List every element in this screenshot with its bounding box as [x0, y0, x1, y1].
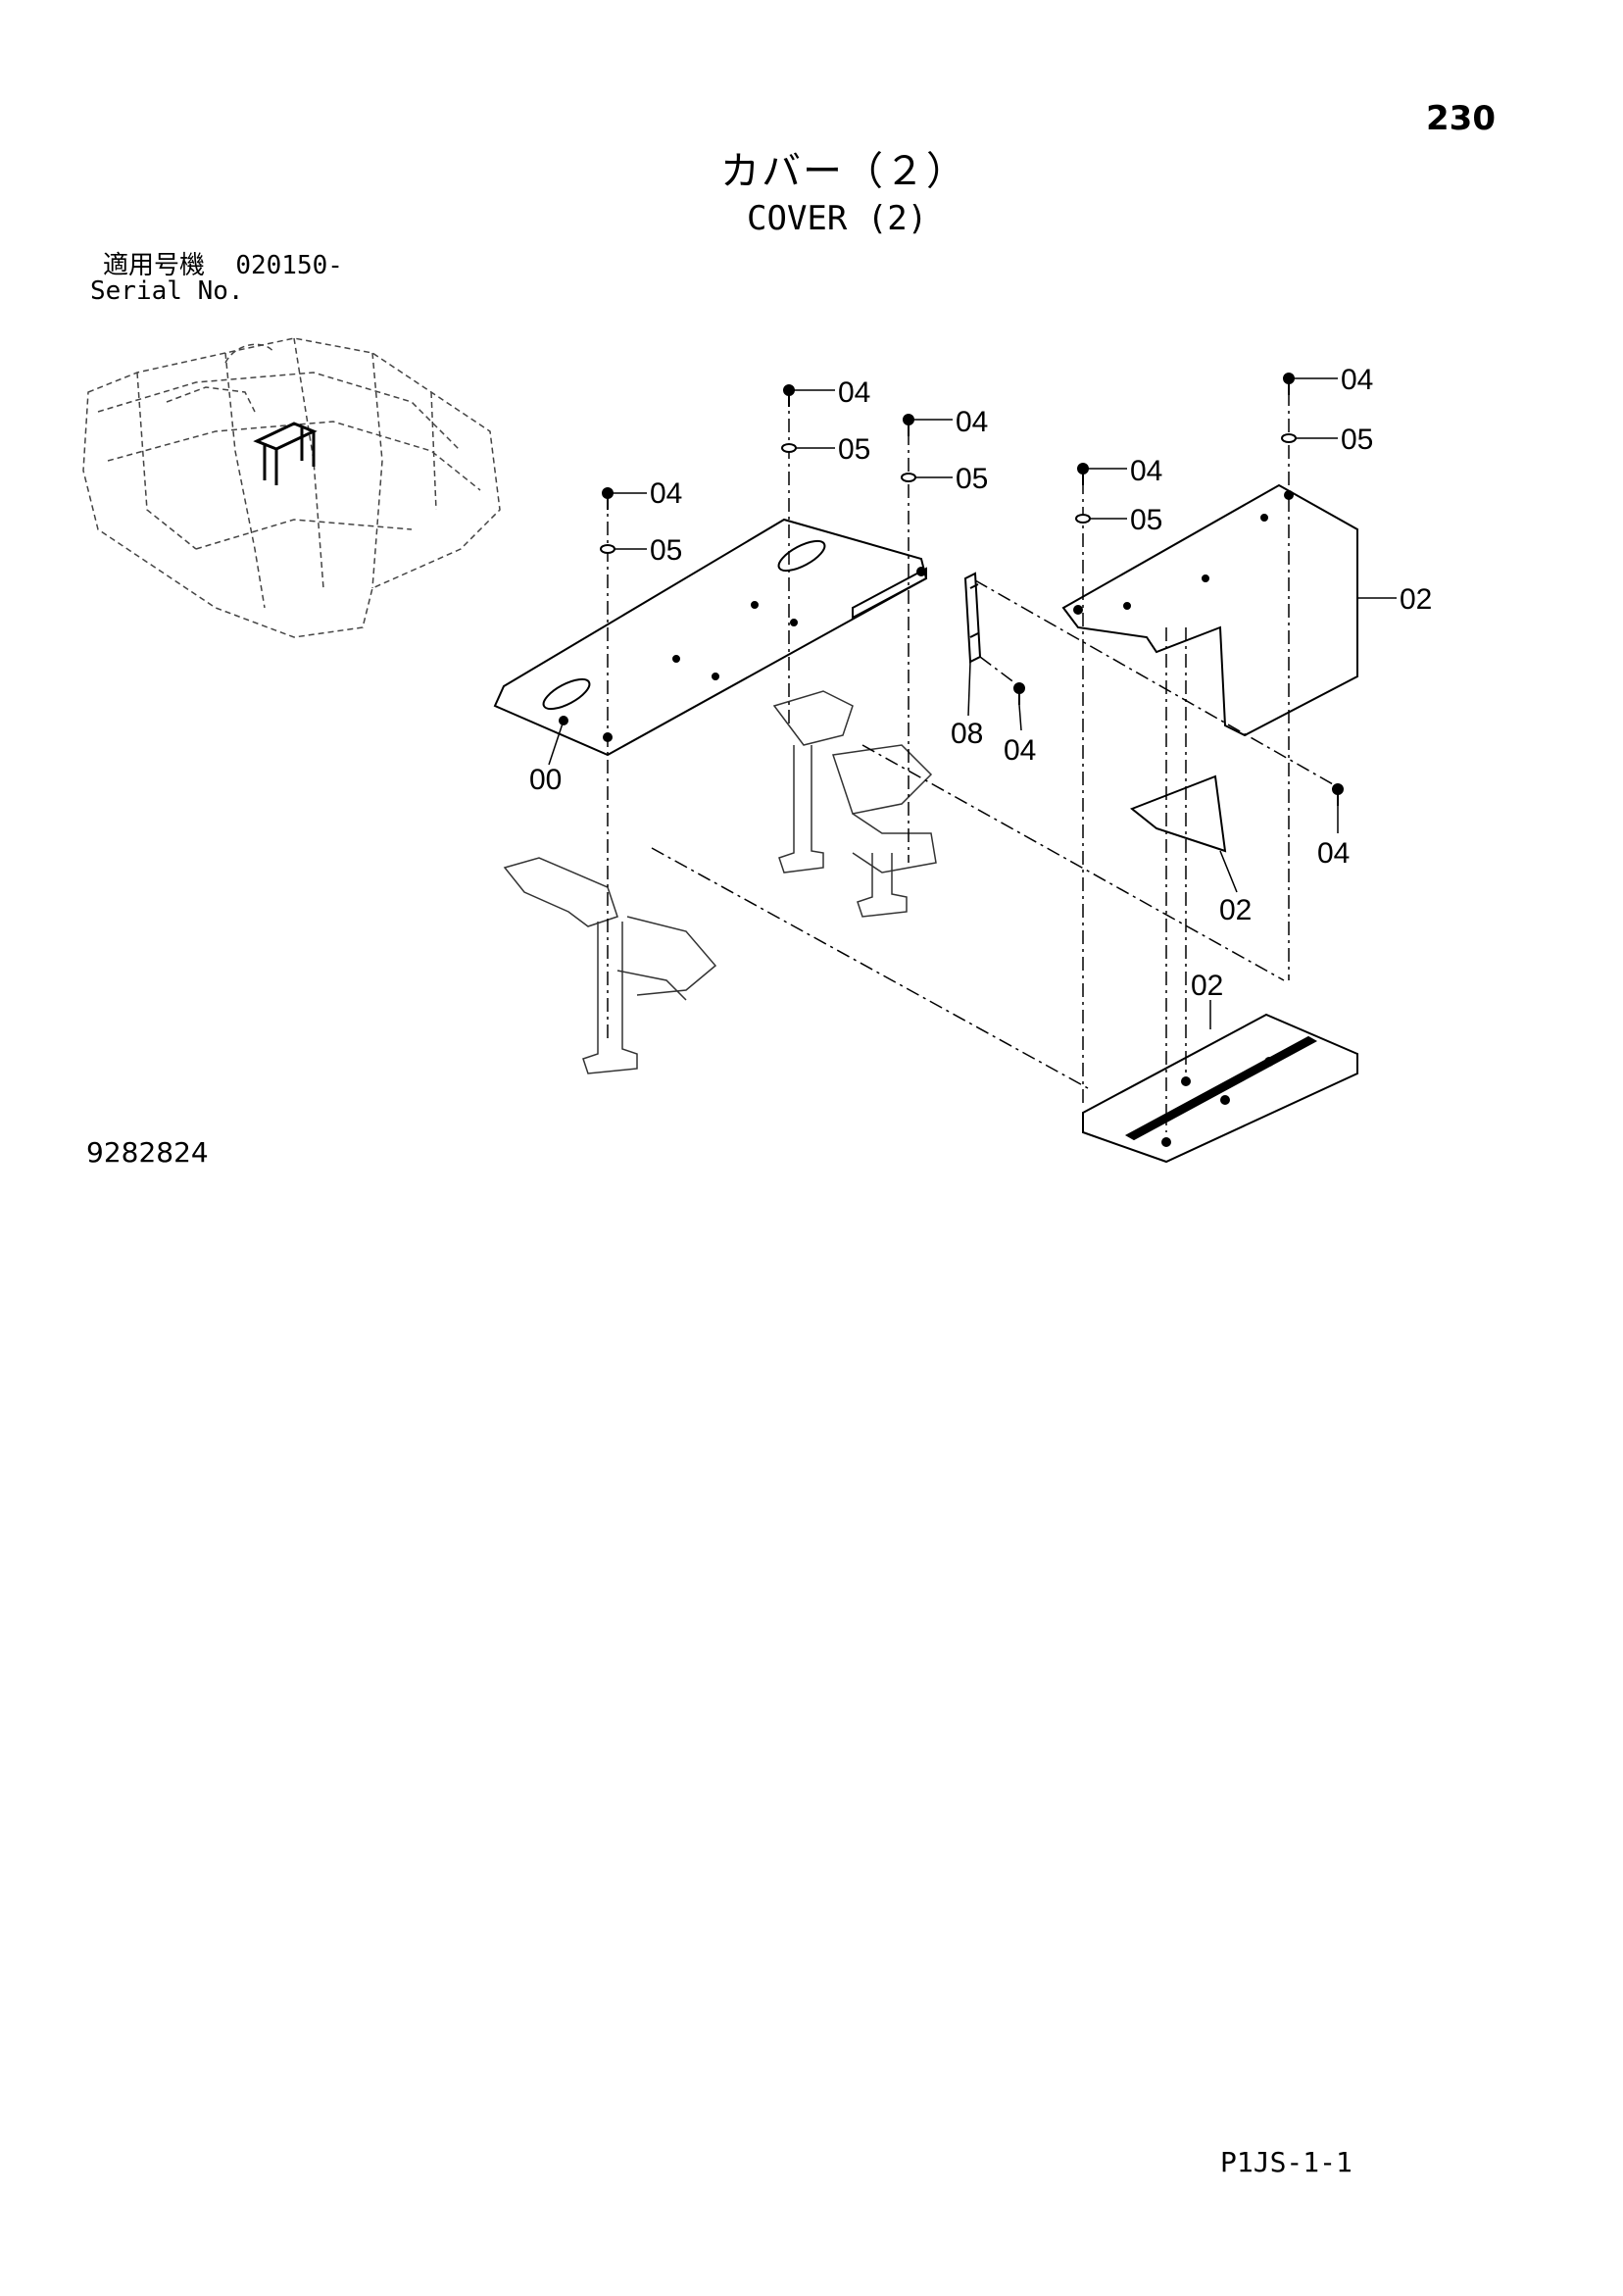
washer-05-icon: [1075, 514, 1091, 524]
serial-label-japanese: 適用号機: [103, 251, 206, 280]
callout-label: 04: [1341, 364, 1373, 396]
callout-label: 04: [1317, 837, 1350, 870]
callout-label: 02: [1400, 583, 1432, 616]
serial-value: 020150-: [235, 251, 343, 280]
page-code: P1JS-1-1: [1220, 2146, 1352, 2178]
bolts-and-washers: [600, 373, 1344, 806]
bolt-04-icon: [783, 384, 795, 407]
highlighted-bracket-in-overview: [253, 422, 318, 485]
serial-label-english: Serial No.: [90, 276, 244, 306]
callout-label: 04: [956, 406, 988, 438]
page-title-japanese: カバー（２）: [720, 149, 967, 194]
bolt-04-icon: [1332, 783, 1344, 806]
callout-label: 05: [838, 433, 870, 466]
washer-05-icon: [781, 443, 797, 453]
alignment-lines: [607, 392, 1334, 1132]
callout-label: 04: [838, 376, 870, 409]
bottom-plate-02: [1082, 1013, 1358, 1164]
callout-label: 08: [951, 718, 983, 750]
washer-05-icon: [600, 544, 615, 554]
serial-range: 適用号機 020150-: [103, 253, 343, 278]
callout-label: 04: [1130, 455, 1162, 487]
callout-label: 05: [956, 463, 988, 495]
callout-label: 04: [650, 477, 682, 510]
callout-label: 05: [650, 534, 682, 567]
page-number: 230: [1426, 99, 1496, 138]
drawing-number: 9282824: [86, 1136, 209, 1169]
cover-plate-00: [493, 518, 928, 757]
machine-overview-illustration: [82, 337, 501, 638]
strip-08: [963, 572, 982, 664]
bolt-04-icon: [1077, 463, 1089, 485]
page-title-english: COVER (2): [747, 199, 928, 238]
gusset-02: [1130, 774, 1227, 853]
leader-lines: [548, 377, 1397, 1029]
bolt-04-icon: [602, 487, 614, 510]
support-brackets: [503, 690, 937, 1074]
cover-02-upper-right: [1061, 483, 1358, 737]
callout-label: 05: [1130, 504, 1162, 536]
bolt-04-icon: [1013, 682, 1025, 705]
callout-label: 00: [529, 764, 562, 796]
callout-labels: 04 05 04 05 04 05 04 05 04 05 00 02 08 0…: [529, 364, 1432, 1002]
bolt-04-icon: [1283, 373, 1295, 395]
callout-label: 05: [1341, 424, 1373, 456]
washer-05-icon: [1281, 433, 1297, 443]
washer-05-icon: [901, 473, 916, 482]
callout-label: 02: [1219, 894, 1252, 926]
bolt-04-icon: [903, 414, 914, 436]
callout-label: 02: [1191, 970, 1223, 1002]
callout-label: 04: [1004, 734, 1036, 767]
